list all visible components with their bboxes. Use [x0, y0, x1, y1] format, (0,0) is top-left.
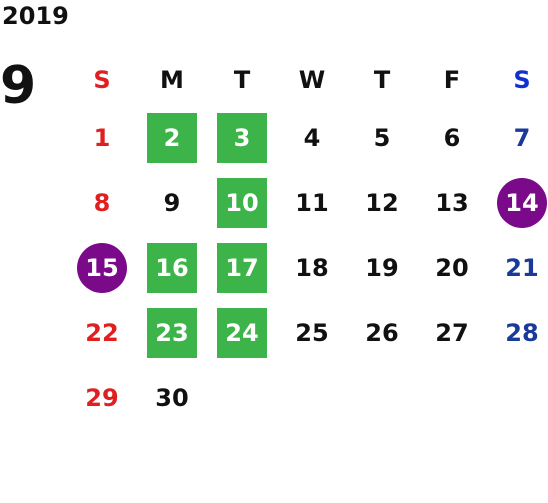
day-cell [417, 365, 487, 430]
weekday-sun: S [93, 66, 111, 94]
day-number [497, 373, 547, 423]
day-cell[interactable]: 25 [277, 300, 347, 365]
day-cell[interactable]: 21 [487, 235, 548, 300]
weekday-tue: T [233, 66, 251, 94]
day-number: 26 [365, 318, 399, 347]
day-number: 4 [303, 123, 321, 152]
day-cell[interactable]: 12 [347, 170, 417, 235]
weekday-mon: M [160, 66, 184, 94]
day-number-purple: 14 [497, 177, 547, 228]
day-number: 13 [435, 188, 469, 217]
day-cell[interactable]: 17 [207, 235, 277, 300]
day-number: 27 [435, 318, 469, 347]
day-cell[interactable]: 2 [137, 105, 207, 170]
day-number-green: 3 [217, 112, 267, 163]
day-number-green: 23 [147, 307, 197, 358]
weekday-thu: T [373, 66, 391, 94]
day-number [287, 373, 337, 423]
weekday-wed: W [298, 66, 326, 94]
day-cell[interactable]: 13 [417, 170, 487, 235]
weekday-fri: F [443, 66, 461, 94]
day-number: 8 [93, 188, 111, 217]
day-cell[interactable]: 7 [487, 105, 548, 170]
day-number-green: 2 [147, 112, 197, 163]
week-row: 22 23 24 25 26 27 28 [67, 300, 548, 365]
day-cell[interactable]: 27 [417, 300, 487, 365]
day-number: 1 [93, 123, 111, 152]
month-label: 9 [0, 56, 37, 116]
week-row: 8 9 10 11 12 13 14 [67, 170, 548, 235]
day-cell[interactable]: 14 [487, 170, 548, 235]
day-cell[interactable]: 19 [347, 235, 417, 300]
week-row: 15 16 17 18 19 20 21 [67, 235, 548, 300]
day-cell[interactable]: 16 [137, 235, 207, 300]
year-label: 2019 [2, 2, 69, 30]
day-number-green: 16 [147, 242, 197, 293]
week-row: 29 30 [67, 365, 548, 430]
day-number: 18 [295, 253, 329, 282]
day-number: 20 [435, 253, 469, 282]
day-number: 22 [85, 318, 119, 347]
day-number: 28 [505, 318, 539, 347]
day-cell [347, 365, 417, 430]
day-cell[interactable]: 23 [137, 300, 207, 365]
day-number-green: 17 [217, 242, 267, 293]
day-number: 25 [295, 318, 329, 347]
day-number [217, 373, 267, 423]
day-number: 12 [365, 188, 399, 217]
day-number: 30 [155, 383, 189, 412]
day-cell[interactable]: 24 [207, 300, 277, 365]
day-number: 5 [373, 123, 391, 152]
day-cell[interactable]: 9 [137, 170, 207, 235]
day-cell[interactable]: 15 [67, 235, 137, 300]
day-cell[interactable]: 18 [277, 235, 347, 300]
day-number-green: 10 [217, 177, 267, 228]
day-cell[interactable]: 22 [67, 300, 137, 365]
day-cell[interactable]: 28 [487, 300, 548, 365]
day-cell[interactable]: 6 [417, 105, 487, 170]
day-cell [277, 365, 347, 430]
day-cell[interactable]: 1 [67, 105, 137, 170]
day-cell[interactable]: 3 [207, 105, 277, 170]
day-cell[interactable]: 10 [207, 170, 277, 235]
day-cell[interactable]: 29 [67, 365, 137, 430]
day-number [427, 373, 477, 423]
weekday-header-row: S M T W T F S [67, 55, 548, 105]
day-number: 9 [163, 188, 181, 217]
day-number-purple: 15 [77, 242, 127, 293]
day-cell[interactable]: 30 [137, 365, 207, 430]
day-cell [487, 365, 548, 430]
day-cell[interactable]: 20 [417, 235, 487, 300]
day-cell[interactable]: 11 [277, 170, 347, 235]
day-number: 19 [365, 253, 399, 282]
day-number: 6 [443, 123, 461, 152]
day-cell [207, 365, 277, 430]
day-number: 29 [85, 383, 119, 412]
day-number [357, 373, 407, 423]
day-number-green: 24 [217, 307, 267, 358]
day-cell[interactable]: 4 [277, 105, 347, 170]
day-number: 11 [295, 188, 329, 217]
day-cell[interactable]: 26 [347, 300, 417, 365]
day-number: 7 [513, 123, 531, 152]
day-number: 21 [505, 253, 539, 282]
weekday-sat: S [513, 66, 531, 94]
day-cell[interactable]: 8 [67, 170, 137, 235]
day-cell[interactable]: 5 [347, 105, 417, 170]
